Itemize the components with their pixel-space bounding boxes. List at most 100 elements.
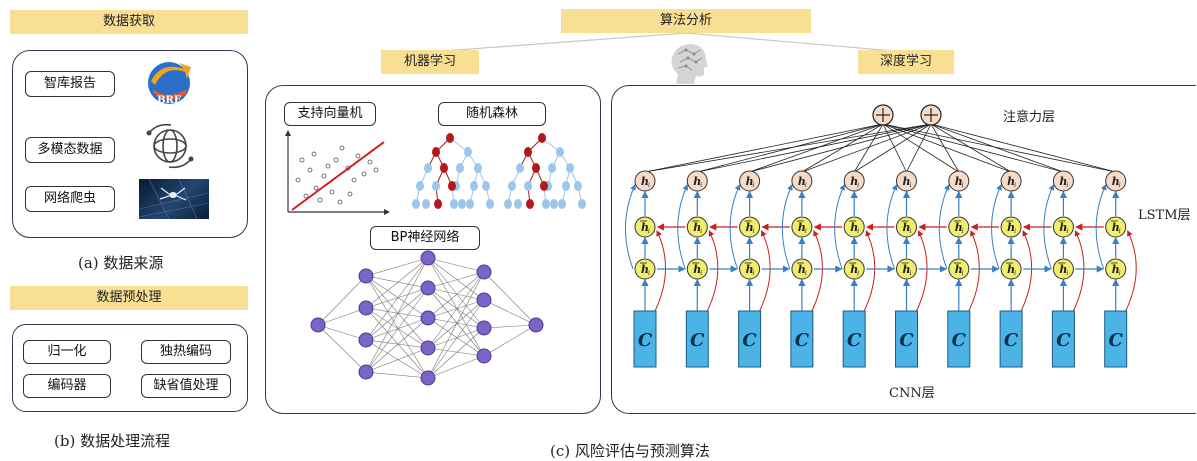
svg-text:h: h	[693, 221, 701, 234]
svg-text:h: h	[641, 263, 649, 276]
svg-text:h: h	[1059, 263, 1067, 276]
plus-circle-icon	[920, 104, 942, 126]
preprocessing-panel: 归一化 独热编码 编码器 缺省值处理	[12, 324, 248, 412]
svg-text:i: i	[962, 270, 964, 277]
nn-node	[420, 250, 436, 266]
svg-text:C: C	[899, 330, 914, 351]
svg-text:i: i	[700, 270, 702, 277]
svg-text:i: i	[700, 182, 702, 189]
svg-text:h: h	[641, 175, 649, 188]
svg-text:h: h	[955, 175, 963, 188]
svg-text:i: i	[962, 228, 964, 235]
svg-text:h: h	[1059, 221, 1067, 234]
svg-text:i: i	[1014, 182, 1016, 189]
svg-text:C: C	[638, 330, 653, 351]
step-missing-values: 缺省值处理	[141, 374, 231, 398]
svg-text:i: i	[648, 270, 650, 277]
bp-network-label: BP神经网络	[370, 226, 480, 250]
svg-text:i: i	[910, 182, 912, 189]
brf-logo-text: BRF	[157, 95, 181, 106]
svg-text:C: C	[795, 330, 810, 351]
nn-node	[420, 310, 436, 326]
svg-text:h: h	[746, 221, 754, 234]
cnn-block: C	[1051, 310, 1075, 368]
svg-text:h: h	[693, 263, 701, 276]
source-multimodal: 多模态数据	[25, 137, 115, 163]
cnn-block: C	[633, 310, 657, 368]
nn-node	[476, 320, 492, 336]
svg-text:i: i	[857, 270, 859, 277]
attention-layer-label: 注意力层	[1003, 109, 1055, 125]
svg-text:i: i	[805, 182, 807, 189]
cnn-block: C	[895, 310, 918, 368]
svg-text:h: h	[850, 221, 858, 234]
svg-text:i: i	[805, 228, 807, 235]
step-encoder: 编码器	[23, 374, 111, 398]
svg-text:C: C	[847, 330, 862, 351]
svg-text:i: i	[1119, 182, 1121, 189]
random-forest-icon	[412, 132, 587, 210]
svg-text:h: h	[746, 263, 754, 276]
random-forest-label: 随机森林	[438, 102, 546, 126]
svm-scatter-icon	[285, 130, 390, 215]
svg-text:h: h	[903, 263, 911, 276]
nn-node	[358, 364, 374, 380]
nn-node	[358, 268, 374, 284]
svg-text:i: i	[805, 270, 807, 277]
cnn-layer-label: CNN层	[889, 386, 935, 401]
machine-learning-panel: 支持向量机 随机森林 BP神经网络	[265, 85, 601, 414]
svg-text:h: h	[693, 175, 701, 188]
cnn-block: C	[738, 310, 762, 368]
svg-text:C: C	[1056, 330, 1071, 351]
svg-text:i: i	[857, 228, 859, 235]
svm-label: 支持向量机	[284, 102, 376, 126]
machine-learning-title: 机器学习	[381, 50, 479, 74]
svg-text:C: C	[952, 330, 967, 351]
svg-text:i: i	[753, 270, 755, 277]
lstm-layer-label: LSTM层	[1138, 208, 1191, 223]
svg-text:h: h	[1007, 175, 1015, 188]
cnn-block: C	[685, 310, 709, 368]
cnn-block: C	[947, 310, 971, 368]
preprocessing-title: 数据预处理	[10, 286, 248, 310]
svg-text:h: h	[1112, 263, 1120, 276]
svg-text:i: i	[910, 270, 912, 277]
data-acquisition-title: 数据获取	[10, 10, 248, 34]
svg-text:h: h	[903, 175, 911, 188]
nn-node	[358, 300, 374, 316]
nn-node	[528, 317, 544, 333]
svg-text:i: i	[753, 182, 755, 189]
source-think-tank: 智库报告	[25, 71, 115, 97]
svg-text:h: h	[1112, 221, 1120, 234]
algorithm-connector-lines	[429, 32, 907, 53]
step-one-hot: 独热编码	[141, 340, 231, 364]
nn-node	[420, 370, 436, 386]
brf-logo-icon: BRF	[148, 62, 191, 106]
svg-text:i: i	[1014, 228, 1016, 235]
svg-text:h: h	[850, 175, 858, 188]
svg-text:i: i	[648, 182, 650, 189]
brain-head-icon	[671, 44, 708, 84]
nn-node	[476, 292, 492, 308]
nn-node	[358, 332, 374, 348]
svg-text:C: C	[1109, 330, 1124, 351]
